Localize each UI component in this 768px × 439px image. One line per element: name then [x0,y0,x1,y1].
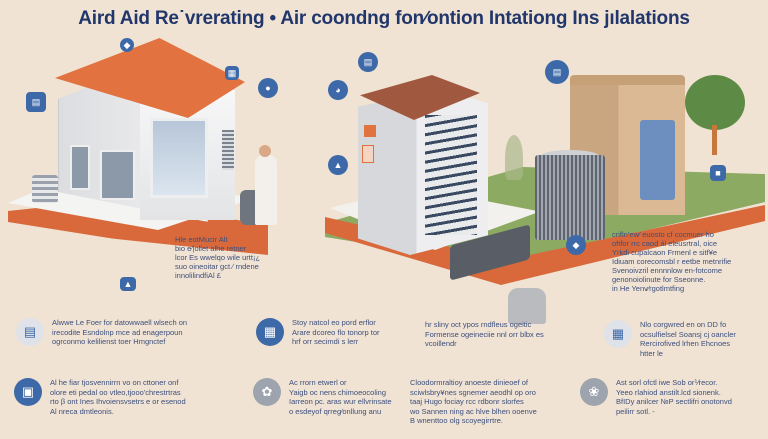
louver-grille [425,115,477,235]
user-icon: ● [258,78,278,98]
pipe-icon: ◕ [328,80,348,100]
fan-icon: ❀ [580,378,608,406]
info-text: hr sliny oct ypos rndfleus ogeitic Forme… [425,320,544,348]
info-text: Nlo corgwred en on DD fo ocsulfielsel So… [640,320,736,358]
info-item: ▣ Al he fiar tjosvennirrn vo on cttoner … [14,378,186,416]
info-item: ▤ Alwwe Le Foer for datowwaell wlsech on… [16,318,187,347]
warning-label [364,125,376,137]
spec-label [362,145,374,163]
gauge-icon: ▤ [545,60,569,84]
left-scene-caption: Hle eotMucir Alt bio e∕|ollet alhe retne… [175,235,261,280]
shrub [505,135,523,180]
technician-figure [255,155,277,225]
info-item: ✿ Ac rrorn etwerl or Yaigb oc nens chimo… [253,378,392,416]
house-window-unit [150,118,208,198]
right-scene-caption: crifln'ew∕ euosto cf cocmuer ho oftfor r… [612,230,732,293]
outdoor-ac-unit [32,175,58,203]
ac-unit-icon: ▤ [16,318,44,346]
info-text: Stoy natcol eo pord erflor Arare dcoreo … [292,318,380,346]
info-text: Ast sorl ofctl iwe Sob or⅟recor. Yeeo rl… [616,378,732,416]
house-window [70,145,90,190]
info-text: Alwwe Le Foer for datowwaell wlsech on i… [52,318,188,346]
info-item: Cloodormraltioy anoeste dinieoef of sciw… [410,378,537,426]
page-title: Aird Aid Re˙vrerating • Air coondng fon∕… [78,8,690,29]
remote-icon: ▣ [14,378,42,406]
info-item: hr sliny oct ypos rndfleus ogeitic Forme… [425,320,544,349]
tag-icon: ◆ [120,38,134,52]
airflow-icon: ✿ [253,378,281,406]
thermostat-icon: ▲ [328,155,348,175]
info-text: Cloodormraltioy anoeste dinieoef of sciw… [410,378,537,425]
info-item: ❀ Ast sorl ofctl iwe Sob or⅟recor. Yeeo … [580,378,732,416]
info-text: Al he fiar tjosvennirrn vo on cttoner on… [50,378,186,416]
info-item: ▦ Stoy natcol eo pord erflor Arare dcore… [256,318,380,347]
info-item: ▦ Nlo corgwred en on DD fo ocsulfielsel … [604,320,736,358]
info-text: Ac rrorn etwerl or Yaigb oc nens chimoeo… [289,378,392,416]
pump-housing [508,288,546,324]
connector-icon: ▲ [120,277,136,291]
house-window [100,150,135,200]
tree-trunk [712,125,717,155]
panel-icon: ▤ [358,52,378,72]
document-icon: ▤ [26,92,46,112]
meter-icon: ▦ [225,66,239,80]
thermostat-icon: ▦ [256,318,284,346]
tree-canopy [685,75,745,130]
condenser-unit [535,155,605,240]
wall-vent [222,130,234,170]
illustration: ▤ ◆ ▦ ● ▲ Hle eotMucir Alt bio e∕|ollet … [0,30,768,324]
valve-icon: ■ [710,165,726,181]
control-panel [640,120,675,200]
drain-icon: ◆ [566,235,586,255]
filter-icon: ▦ [604,320,632,348]
technician-head [259,145,271,157]
